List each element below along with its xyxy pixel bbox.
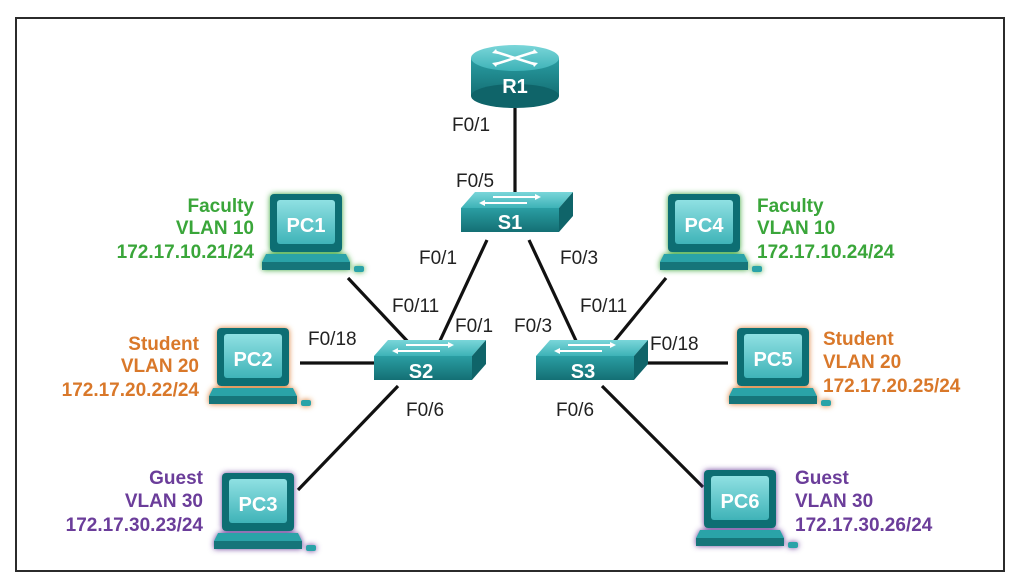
port-s1-s3: F0/3 <box>560 248 598 269</box>
pc1[interactable]: PC1 <box>262 194 364 272</box>
port-s2-pc1: F0/11 <box>392 296 439 317</box>
port-s3-pc5: F0/18 <box>650 334 699 355</box>
pc4[interactable]: PC4 <box>660 194 762 272</box>
pc1-ip: 172.17.10.21/24 <box>117 242 255 263</box>
pc3[interactable]: PC3 <box>214 473 316 551</box>
router-icon <box>471 45 559 108</box>
switch-s1-label: S1 <box>498 212 522 234</box>
port-s1-r1: F0/5 <box>456 171 494 192</box>
pc6-info: Guest VLAN 30 172.17.30.26/24 <box>795 468 933 536</box>
pc3-vlan: VLAN 30 <box>125 491 203 512</box>
pc5-group: Student <box>823 329 894 350</box>
pc5-vlan: VLAN 20 <box>823 352 901 373</box>
switch-s3[interactable]: S3 <box>535 339 649 383</box>
pc3-group: Guest <box>149 468 204 489</box>
pc6-ip: 172.17.30.26/24 <box>795 515 933 536</box>
port-r1-s1: F0/1 <box>452 115 490 136</box>
link-s3-pc4 <box>610 276 668 346</box>
link-s2-pc3 <box>296 384 400 492</box>
link-s2-pc1 <box>346 276 412 346</box>
port-labels: F0/1 F0/5 F0/1 F0/3 F0/11 F0/1 F0/18 F0/… <box>308 115 699 421</box>
port-s1-s2: F0/1 <box>419 248 457 269</box>
pc4-info: Faculty VLAN 10 172.17.10.24/24 <box>757 196 895 263</box>
diagram-frame <box>15 17 1005 572</box>
pc2-group: Student <box>128 334 199 355</box>
pc2-ip: 172.17.20.22/24 <box>62 380 200 401</box>
pc4-label: PC4 <box>685 215 725 237</box>
port-s2-pc3: F0/6 <box>406 400 444 421</box>
switch-s3-label: S3 <box>571 361 595 383</box>
router-label: R1 <box>502 76 528 98</box>
link-s1-s2 <box>436 239 489 346</box>
links <box>296 108 728 492</box>
port-s2-s1: F0/1 <box>455 316 493 337</box>
pc6[interactable]: PC6 <box>696 470 798 548</box>
pc2-vlan: VLAN 20 <box>121 356 199 377</box>
pc5-label: PC5 <box>754 349 793 371</box>
port-s3-s1: F0/3 <box>514 316 552 337</box>
pc1-group: Faculty <box>187 196 254 217</box>
port-s2-pc2: F0/18 <box>308 329 357 350</box>
port-s3-pc6: F0/6 <box>556 400 594 421</box>
pc2[interactable]: PC2 <box>209 328 311 406</box>
pc2-label: PC2 <box>234 349 273 371</box>
pc6-vlan: VLAN 30 <box>795 491 873 512</box>
pc4-ip: 172.17.10.24/24 <box>757 242 895 263</box>
pc1-label: PC1 <box>287 215 326 237</box>
pc2-info: Student VLAN 20 172.17.20.22/24 <box>62 334 200 401</box>
pc4-vlan: VLAN 10 <box>757 218 835 239</box>
switch-s2[interactable]: S2 <box>373 339 487 383</box>
pc5-ip: 172.17.20.25/24 <box>823 376 961 397</box>
switch-s1[interactable]: S1 <box>460 191 574 234</box>
router-r1[interactable]: R1 <box>471 45 559 108</box>
port-s3-pc4: F0/11 <box>580 296 627 317</box>
pc3-ip: 172.17.30.23/24 <box>66 515 204 536</box>
pc5-info: Student VLAN 20 172.17.20.25/24 <box>823 329 961 397</box>
pc5[interactable]: PC5 <box>729 328 831 406</box>
pc4-group: Faculty <box>757 196 824 217</box>
pc6-group: Guest <box>795 468 850 489</box>
pc3-label: PC3 <box>239 494 278 516</box>
pc1-vlan: VLAN 10 <box>176 218 254 239</box>
link-s3-pc6 <box>600 384 705 489</box>
pc3-info: Guest VLAN 30 172.17.30.23/24 <box>66 468 204 536</box>
switch-s2-label: S2 <box>409 361 433 383</box>
link-s1-s3 <box>527 239 580 346</box>
pc6-label: PC6 <box>721 491 760 513</box>
pc1-info: Faculty VLAN 10 172.17.10.21/24 <box>117 196 255 263</box>
